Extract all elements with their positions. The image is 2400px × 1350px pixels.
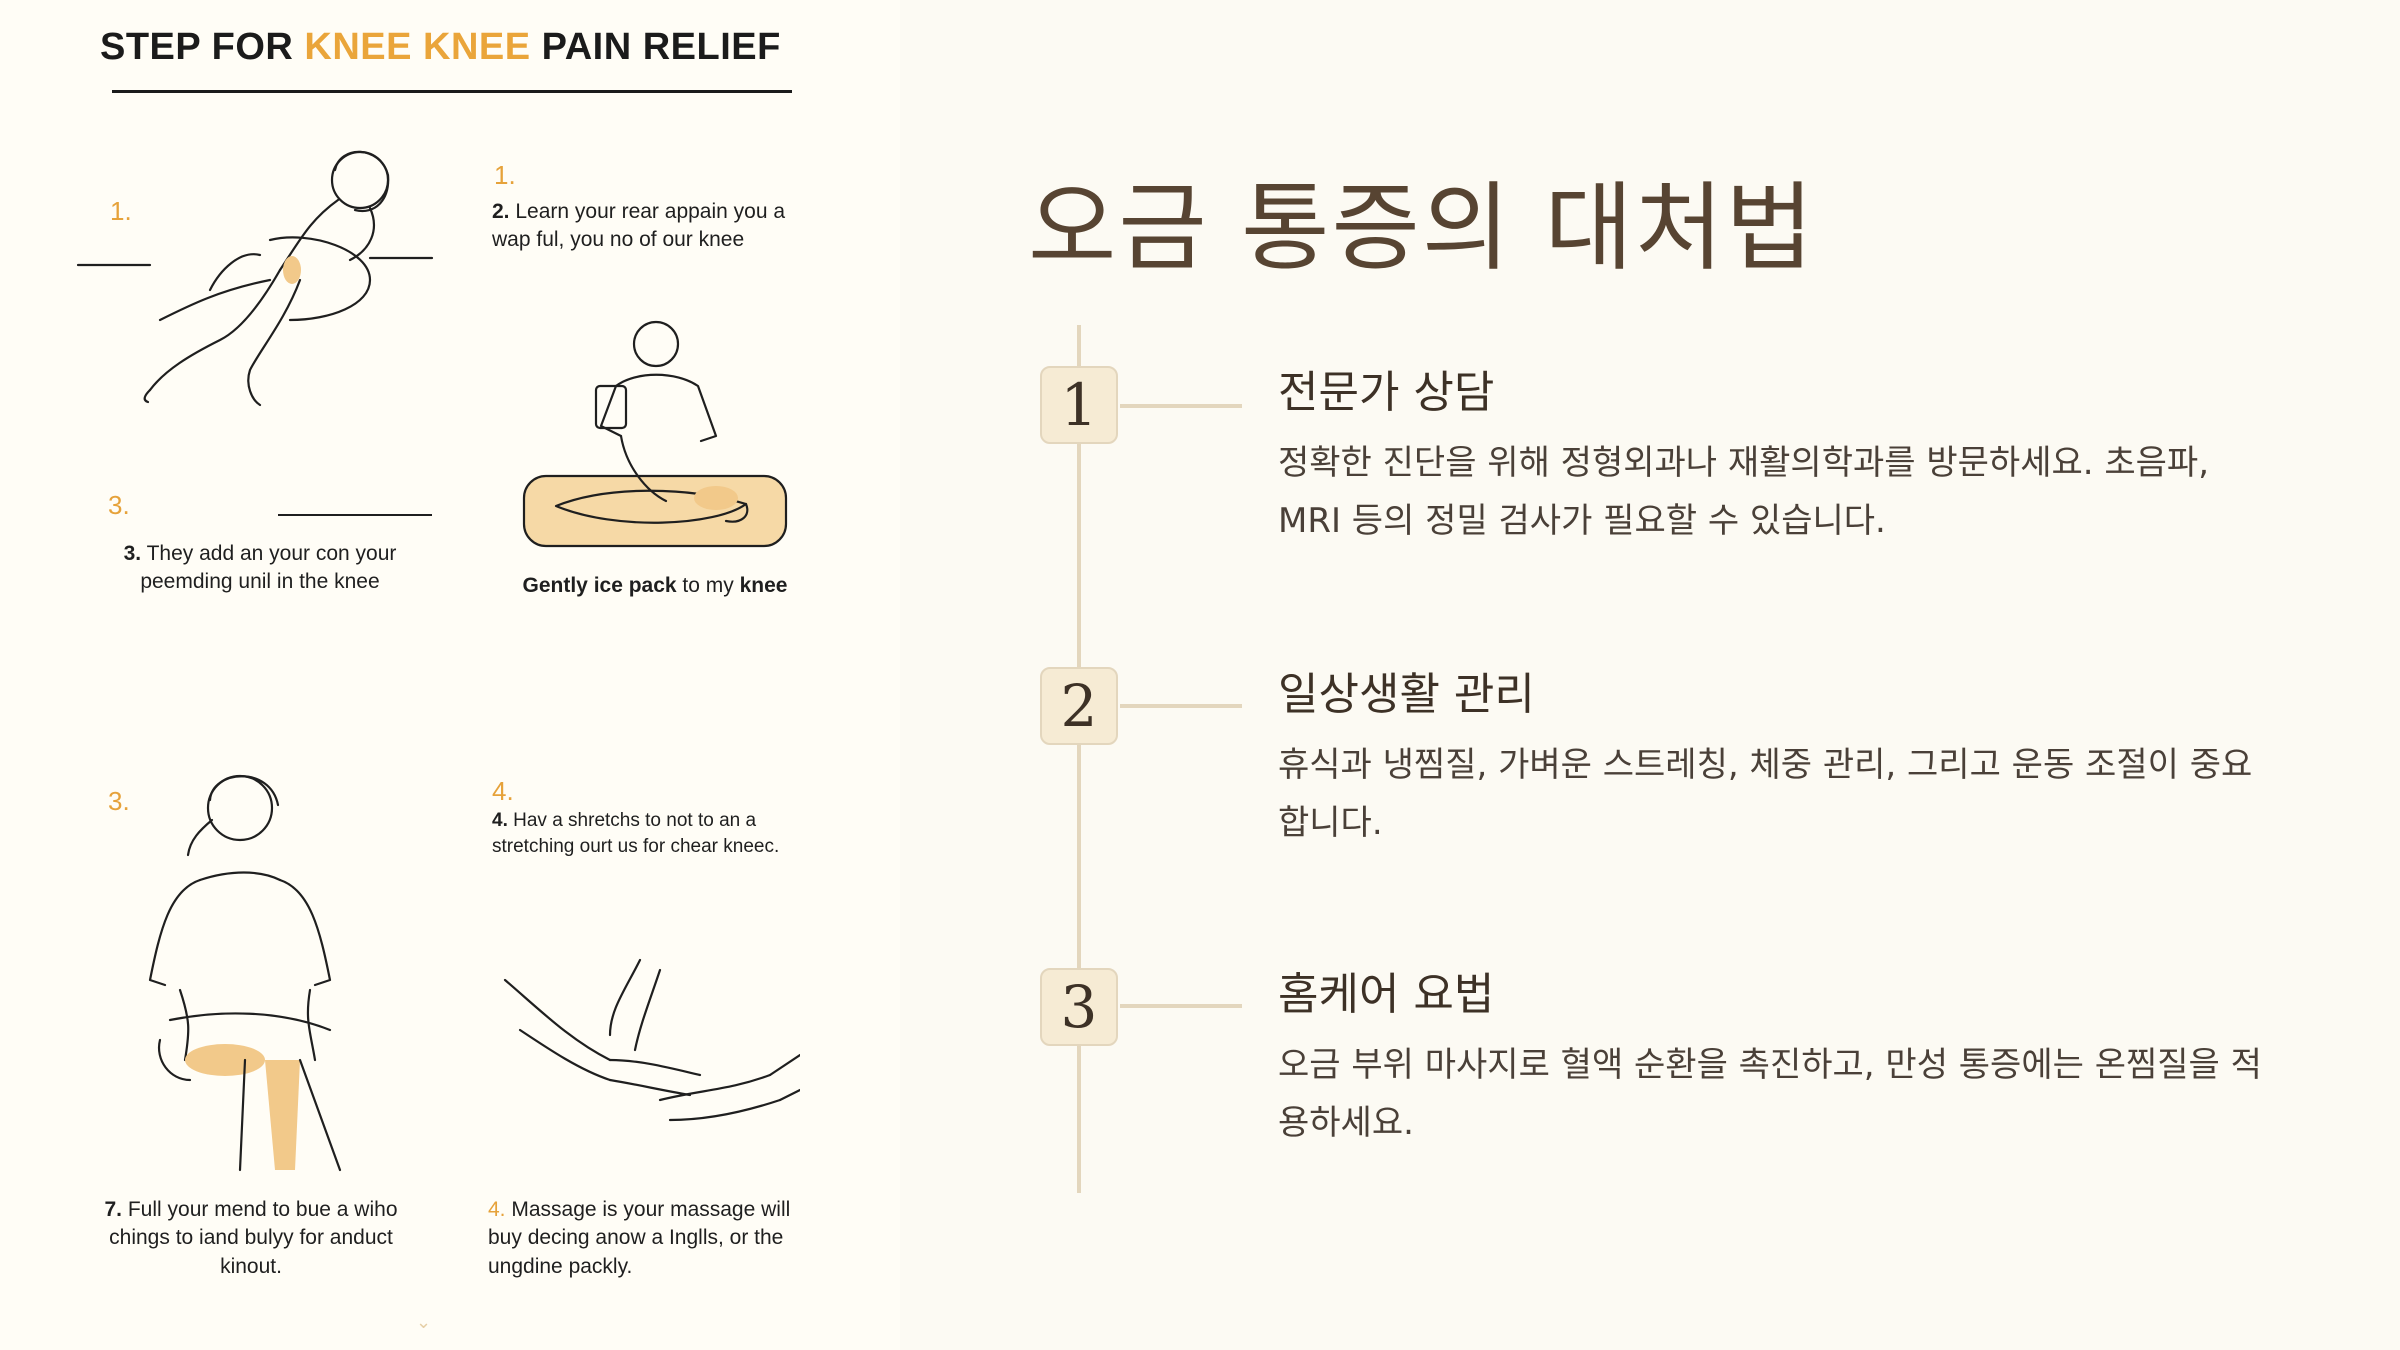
cell8-text-num: 4. xyxy=(488,1198,506,1221)
seated-woman-illustration xyxy=(148,774,342,1172)
timeline-line xyxy=(1077,325,1081,1193)
caption-bold: Gently ice pack xyxy=(522,574,677,597)
cell2-text-body: Learn your rear appain you a wap ful, yo… xyxy=(492,200,786,252)
cell1-number: 1. xyxy=(110,196,132,226)
step2-connector xyxy=(1120,704,1242,708)
step2-description: 휴식과 냉찜질, 가벼운 스트레칭, 체중 관리, 그리고 운동 조절이 중요합… xyxy=(1278,745,2253,843)
cell3-text-body: They add an your con your peemding unil … xyxy=(140,542,397,594)
step1-number-box: 1 xyxy=(1040,366,1118,444)
cell6-number: 4. xyxy=(492,776,514,806)
step2-title: 일상생활 관리 xyxy=(1278,669,1535,720)
title-part1: STEP FOR xyxy=(100,26,305,68)
step2-number-box: 2 xyxy=(1040,667,1118,745)
cell5-number: 3. xyxy=(108,786,130,816)
cell3-text-num: 3. xyxy=(123,542,142,565)
knee-infographic: STEP FOR KNEE KNEE PAIN RELIEF 1. 1. 2. … xyxy=(0,0,900,1350)
title-part2: PAIN RELIEF xyxy=(530,26,781,68)
sitting-man-ice-illustration xyxy=(522,320,788,548)
cell8-text: 4. Massage is your massage will buy deci… xyxy=(488,1196,828,1281)
cell3-number: 3. xyxy=(108,490,130,520)
cell7-text: 7. Full your mend to bue a wiho chings t… xyxy=(96,1196,406,1281)
cell2-text: 2. Learn your rear appain you a wap ful,… xyxy=(492,198,822,255)
step3-description: 오금 부위 마사지로 혈액 순환을 촉진하고, 만성 통증에는 온찜질을 적용하… xyxy=(1278,1045,2262,1143)
cell2-number: 1. xyxy=(494,160,516,190)
cell6-text: 4. Hav a shretchs to not to an a stretch… xyxy=(492,808,822,859)
step1-connector xyxy=(1120,404,1242,408)
title-underline xyxy=(112,90,792,93)
step3-connector xyxy=(1120,1004,1242,1008)
step1-title: 전문가 상담 xyxy=(1278,367,1495,418)
cell7-text-body: Full your mend to bue a wiho chings to i… xyxy=(109,1198,398,1278)
cell2-text-num: 2. xyxy=(492,200,510,223)
title-highlight: KNEE KNEE xyxy=(304,26,531,68)
massage-hands-illustration xyxy=(503,958,800,1122)
step3-number-box: 3 xyxy=(1040,968,1118,1046)
cell6-text-num: 4. xyxy=(492,810,508,831)
infographic-title: STEP FOR KNEE KNEE PAIN RELIEF xyxy=(100,26,820,69)
cell3-rule xyxy=(278,514,432,516)
step1-description: 정확한 진단을 위해 정형외과나 재활의학과를 방문하세요. 초음파, MRI … xyxy=(1278,443,2210,541)
cell3-text: 3. They add an your con your peemding un… xyxy=(100,540,420,597)
step3-title: 홈케어 요법 xyxy=(1278,969,1495,1020)
lying-woman-illustration xyxy=(76,150,434,407)
cell7-text-num: 7. xyxy=(104,1198,123,1221)
caption-mid: to my xyxy=(676,574,740,597)
caption-end: knee xyxy=(739,574,788,597)
cell6-text-body: Hav a shretchs to not to an a stretching… xyxy=(492,810,780,857)
chevron-down-icon: ⌄ xyxy=(416,1312,432,1333)
cell8-text-body: Massage is your massage will buy decing … xyxy=(488,1198,791,1278)
slide-title: 오금 통증의 대처법 xyxy=(1028,172,1816,284)
cell3-caption: Gently ice pack to my knee xyxy=(500,572,810,600)
